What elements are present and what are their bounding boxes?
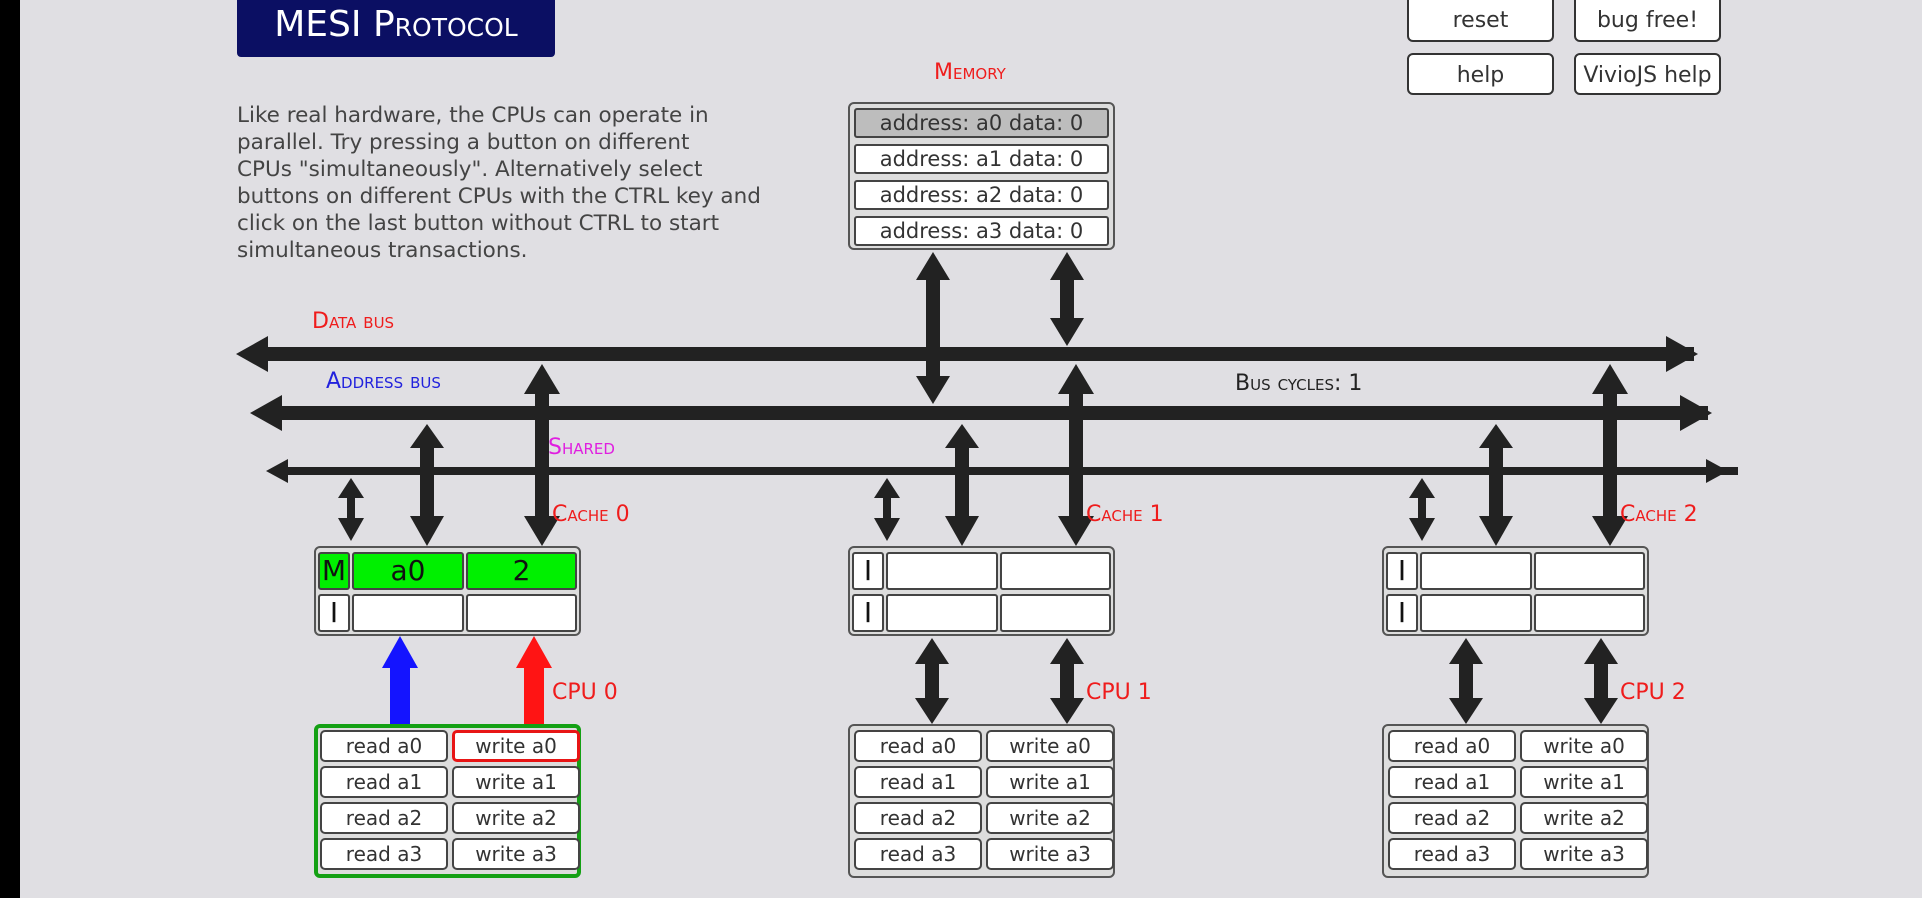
memory-row: address: a3 data: 0 [854, 216, 1109, 246]
address-bus-label: Address bus [326, 369, 441, 394]
cache1-shared-connector [874, 478, 900, 541]
cache-line-data: 2 [466, 552, 577, 590]
write-a1-button[interactable]: write a1 [1520, 766, 1648, 798]
cache1-data-connector [1058, 364, 1094, 546]
cpu-0-label: CPU 0 [552, 680, 618, 705]
memory-address-connector [1050, 252, 1084, 346]
cache2-data-connector [1592, 364, 1628, 546]
read-a1-button[interactable]: read a1 [854, 766, 982, 798]
description-text: Like real hardware, the CPUs can operate… [237, 103, 761, 263]
cache-line-state: I [318, 594, 350, 632]
cache-line-address [352, 594, 464, 632]
write-a2-button[interactable]: write a2 [452, 802, 580, 834]
cpu2-data-connector [1584, 638, 1618, 724]
read-a2-button[interactable]: read a2 [320, 802, 448, 834]
write-a3-button[interactable]: write a3 [1520, 838, 1648, 870]
cpu0-data-arrow [516, 636, 552, 724]
read-a1-button[interactable]: read a1 [1388, 766, 1516, 798]
cpu2-address-connector [1449, 638, 1483, 724]
help-button[interactable]: help [1407, 53, 1554, 95]
cpu-1-label: CPU 1 [1086, 680, 1152, 705]
read-a3-button[interactable]: read a3 [854, 838, 982, 870]
bus-diagram [236, 252, 1738, 724]
cpu1-address-connector [915, 638, 949, 724]
cache-1-label: Cache 1 [1086, 502, 1164, 527]
cache-line-address: a0 [352, 552, 464, 590]
memory-row: address: a1 data: 0 [854, 144, 1109, 174]
cache-line-data [1534, 552, 1645, 590]
memory-row: address: a0 data: 0 [854, 108, 1109, 138]
cache-line-address [1420, 552, 1532, 590]
bug-free-button[interactable]: bug free! [1574, 0, 1721, 42]
memory-row: address: a2 data: 0 [854, 180, 1109, 210]
cache-0-label: Cache 0 [552, 502, 630, 527]
viviojs-help-button[interactable]: VivioJS help [1574, 53, 1721, 95]
cache0-shared-connector [338, 478, 364, 541]
cache-line-address [1420, 594, 1532, 632]
cache2-shared-connector [1409, 478, 1435, 541]
page-title: MESI Protocol [237, 0, 555, 57]
shared-label: Shared [548, 435, 615, 460]
memory-label: Memory [934, 60, 1006, 85]
cache-line-data [466, 594, 577, 632]
read-a0-button[interactable]: read a0 [854, 730, 982, 762]
shared-line [266, 459, 1738, 483]
cache-line-address [886, 594, 998, 632]
cache-line-state: M [318, 552, 350, 590]
write-a3-button[interactable]: write a3 [452, 838, 580, 870]
write-a2-button[interactable]: write a2 [986, 802, 1114, 834]
cache-0: M a0 2 I [314, 546, 581, 636]
cache0-data-connector [524, 364, 560, 546]
cache-line-data [1000, 552, 1111, 590]
cache-line-state: I [1386, 552, 1418, 590]
write-a1-button[interactable]: write a1 [452, 766, 580, 798]
cache-1: I I [848, 546, 1115, 636]
bus-cycles-counter: Bus cycles: 1 [1235, 371, 1363, 396]
write-a0-button[interactable]: write a0 [986, 730, 1114, 762]
cpu1-data-connector [1050, 638, 1084, 724]
cache-line-state: I [852, 594, 884, 632]
read-a3-button[interactable]: read a3 [320, 838, 448, 870]
read-a1-button[interactable]: read a1 [320, 766, 448, 798]
write-a0-button[interactable]: write a0 [1520, 730, 1648, 762]
data-bus-label: Data bus [312, 309, 395, 334]
cpu0-address-arrow [382, 636, 418, 724]
read-a0-button[interactable]: read a0 [320, 730, 448, 762]
cache-line-data [1534, 594, 1645, 632]
write-a0-button[interactable]: write a0 [452, 730, 580, 762]
memory-panel: address: a0 data: 0 address: a1 data: 0 … [848, 102, 1115, 250]
cache-line-data [1000, 594, 1111, 632]
write-a2-button[interactable]: write a2 [1520, 802, 1648, 834]
memory-data-connector [916, 252, 950, 404]
cpu-2-label: CPU 2 [1620, 680, 1686, 705]
cache1-address-connector [945, 424, 979, 546]
read-a2-button[interactable]: read a2 [1388, 802, 1516, 834]
cache-line-state: I [1386, 594, 1418, 632]
cache-2-label: Cache 2 [1620, 502, 1698, 527]
cache-line-state: I [852, 552, 884, 590]
address-bus-line [250, 395, 1712, 431]
data-bus-line [236, 336, 1698, 372]
reset-button[interactable]: reset [1407, 0, 1554, 42]
cache2-address-connector [1479, 424, 1513, 546]
cache0-address-connector [410, 424, 444, 546]
cache-2: I I [1382, 546, 1649, 636]
cache-line-address [886, 552, 998, 590]
read-a0-button[interactable]: read a0 [1388, 730, 1516, 762]
read-a2-button[interactable]: read a2 [854, 802, 982, 834]
write-a1-button[interactable]: write a1 [986, 766, 1114, 798]
write-a3-button[interactable]: write a3 [986, 838, 1114, 870]
read-a3-button[interactable]: read a3 [1388, 838, 1516, 870]
